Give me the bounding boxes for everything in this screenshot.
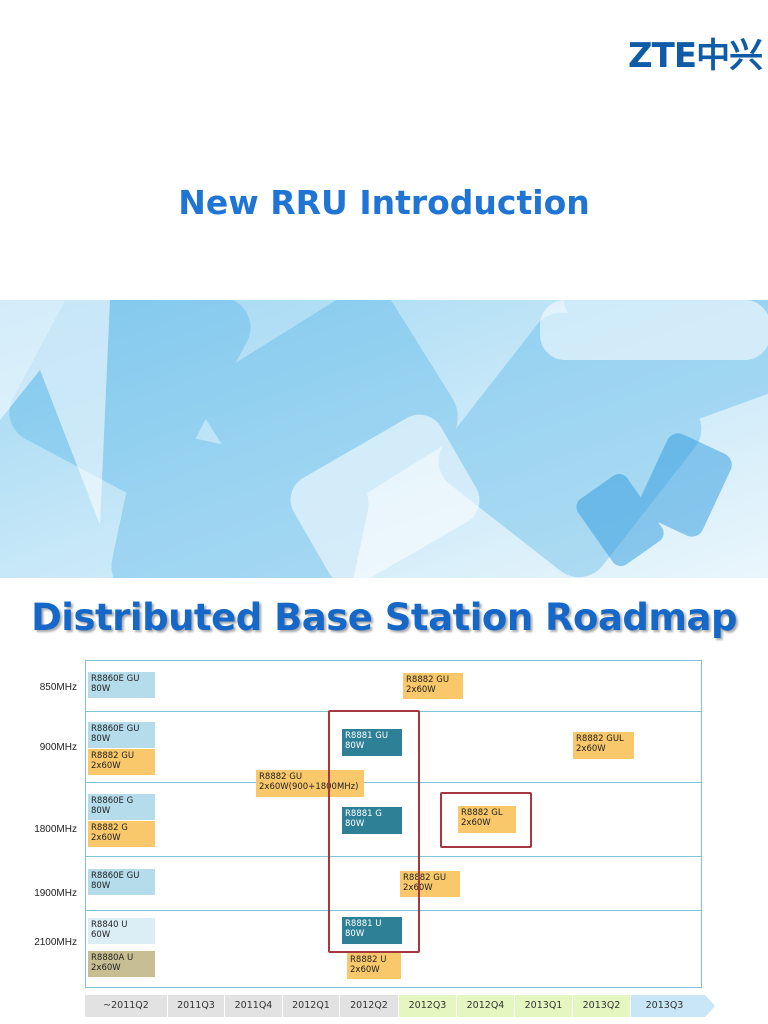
product-power: 2x60W: [91, 963, 121, 973]
product-power: 80W: [91, 684, 111, 694]
product-r8860e-g-1800: R8860E G 80W: [88, 794, 155, 820]
product-name: R8882 GU: [91, 751, 135, 761]
product-name: R8860E GU: [91, 674, 140, 684]
timeline-quarter: 2012Q2: [340, 995, 399, 1017]
section-heading-text: Distributed Base Station Roadmap: [31, 596, 737, 639]
timeline-quarter: 2013Q2: [573, 995, 631, 1017]
timeline-quarter: 2011Q3: [168, 995, 225, 1017]
product-power: 2x60W: [461, 818, 491, 828]
product-name: R8882 GUL: [576, 734, 624, 744]
product-r8840-u-2100: R8840 U 60W: [88, 918, 155, 944]
product-name: R8880A U: [91, 953, 134, 963]
row-divider: [85, 856, 702, 857]
timeline-arrow-icon: [697, 995, 715, 1017]
product-r8882-gul-900: R8882 GUL 2x60W: [573, 732, 634, 759]
timeline-bar: ~2011Q2 2011Q3 2011Q4 2012Q1 2012Q2 2012…: [85, 995, 715, 1017]
decorative-banner: [0, 300, 768, 578]
band-1800mhz: 1800MHz: [34, 824, 77, 835]
timeline-quarter: 2013Q1: [515, 995, 573, 1017]
product-r8860e-gu-900: R8860E GU 80W: [88, 722, 155, 748]
band-850mhz: 850MHz: [39, 682, 77, 693]
product-name: R8882 U: [350, 955, 387, 965]
product-name: R8882 GU: [259, 772, 303, 782]
product-name: R8882 GU: [406, 675, 450, 685]
timeline-quarter: 2012Q1: [283, 995, 340, 1017]
product-power: 2x60W: [576, 744, 606, 754]
product-power: 2x60W: [91, 761, 121, 771]
product-r8882-gu-850: R8882 GU 2x60W: [403, 673, 463, 699]
product-power: 80W: [91, 734, 111, 744]
product-r8882-g-1800: R8882 G 2x60W: [88, 821, 155, 847]
timeline-quarter: 2012Q4: [457, 995, 515, 1017]
product-power: 80W: [345, 819, 365, 829]
product-r8882-u-2100: R8882 U 2x60W: [347, 953, 401, 979]
zte-logo: ZTE中兴: [628, 36, 763, 76]
timeline-quarter: 2011Q4: [225, 995, 283, 1017]
product-name: R8840 U: [91, 920, 128, 930]
product-name: R8881 U: [345, 919, 382, 929]
product-r8882-gu-1900: R8882 GU 2x60W: [400, 871, 460, 897]
product-r8860e-gu-850: R8860E GU 80W: [88, 672, 155, 698]
product-power: 80W: [345, 741, 365, 751]
product-r8882-gu-900: R8882 GU 2x60W: [88, 749, 155, 775]
band-2100mhz: 2100MHz: [34, 937, 77, 948]
timeline-quarter: 2012Q3: [399, 995, 457, 1017]
product-name: R8860E GU: [91, 871, 140, 881]
product-r8860e-gu-1900: R8860E GU 80W: [88, 869, 155, 895]
product-power: 60W: [91, 930, 111, 940]
band-1900mhz: 1900MHz: [34, 888, 77, 899]
product-name: R8860E GU: [91, 724, 140, 734]
timeline-quarter: ~2011Q2: [85, 995, 168, 1017]
product-name: R8882 G: [91, 823, 128, 833]
product-r8882-gu-dual: R8882 GU 2x60W(900+1800MHz): [256, 770, 364, 797]
product-power: 2x60W(900+1800MHz): [259, 782, 359, 792]
product-name: R8881 GU: [345, 731, 389, 741]
row-divider: [85, 782, 702, 783]
product-name: R8882 GU: [403, 873, 447, 883]
timeline-quarter: 2013Q3: [631, 995, 699, 1017]
roadmap-grid: [85, 660, 702, 988]
banner-graphic: [0, 300, 768, 578]
product-r8881-gu-900: R8881 GU 80W: [342, 729, 402, 756]
band-900mhz: 900MHz: [39, 742, 77, 753]
product-r8881-g-1800: R8881 G 80W: [342, 807, 402, 834]
product-power: 80W: [345, 929, 365, 939]
highlight-frame-r8882-gl: [440, 792, 532, 848]
product-name: R8882 GL: [461, 808, 503, 818]
product-r8880a-u-2100: R8880A U 2x60W: [88, 951, 155, 977]
product-power: 80W: [91, 881, 111, 891]
product-name: R8860E G: [91, 796, 134, 806]
row-divider: [85, 910, 702, 911]
section-heading: Distributed Base Station Roadmap: [0, 596, 768, 639]
product-r8881-u-2100: R8881 U 80W: [342, 917, 402, 944]
product-name: R8881 G: [345, 809, 382, 819]
slide-title: New RRU Introduction: [178, 183, 590, 222]
product-power: 80W: [91, 806, 111, 816]
product-power: 2x60W: [350, 965, 380, 975]
product-power: 2x60W: [403, 883, 433, 893]
highlight-frame-r8881: [328, 710, 420, 953]
product-power: 2x60W: [91, 833, 121, 843]
product-power: 2x60W: [406, 685, 436, 695]
product-r8882-gl-1800: R8882 GL 2x60W: [458, 806, 516, 833]
